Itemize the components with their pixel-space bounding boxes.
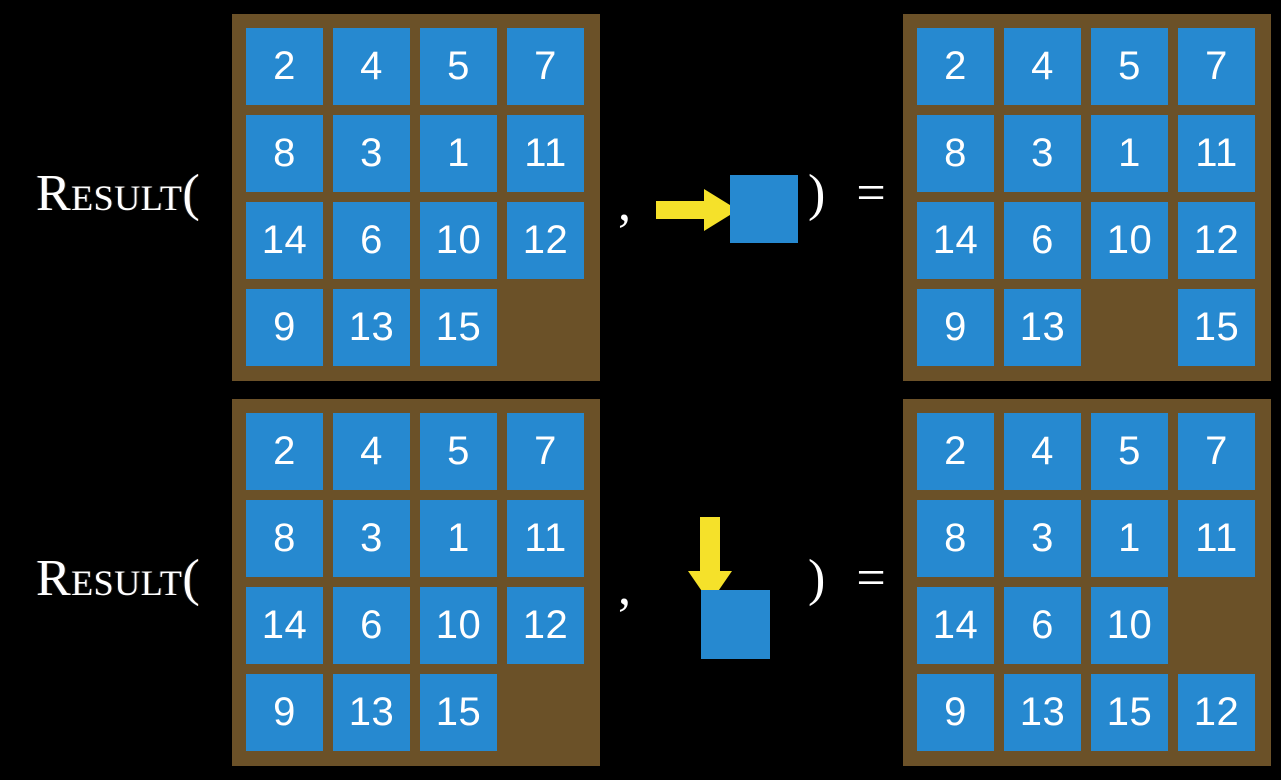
- puzzle-tile[interactable]: 1: [420, 500, 497, 577]
- puzzle-tile[interactable]: 7: [1178, 413, 1255, 490]
- puzzle-tile[interactable]: 4: [333, 413, 410, 490]
- puzzle-tile[interactable]: 4: [1004, 413, 1081, 490]
- puzzle-tile[interactable]: 9: [246, 289, 323, 366]
- puzzle-tile[interactable]: 10: [1091, 202, 1168, 279]
- arrow-down-icon: [688, 517, 732, 603]
- puzzle-tile[interactable]: 7: [507, 413, 584, 490]
- puzzle-tile[interactable]: 15: [1091, 674, 1168, 751]
- puzzle-tile[interactable]: 2: [246, 28, 323, 105]
- puzzle-tile[interactable]: 3: [333, 500, 410, 577]
- puzzle-tile-blank: [1178, 587, 1255, 664]
- close-paren-equals-row1: ) =: [808, 165, 895, 222]
- puzzle-tile[interactable]: 14: [917, 587, 994, 664]
- puzzle-tile[interactable]: 11: [507, 500, 584, 577]
- puzzle-tile[interactable]: 4: [1004, 28, 1081, 105]
- puzzle-tile[interactable]: 5: [420, 413, 497, 490]
- puzzle-tile[interactable]: 10: [1091, 587, 1168, 664]
- puzzle-tile[interactable]: 5: [1091, 28, 1168, 105]
- puzzle-tile[interactable]: 4: [333, 28, 410, 105]
- puzzle-tile[interactable]: 8: [917, 500, 994, 577]
- puzzle-tile[interactable]: 10: [420, 202, 497, 279]
- puzzle-tile[interactable]: 14: [917, 202, 994, 279]
- puzzle-tile[interactable]: 12: [507, 587, 584, 664]
- puzzle-tile[interactable]: 8: [246, 500, 323, 577]
- arrow-right-icon: [656, 189, 738, 231]
- puzzle-tile[interactable]: 7: [507, 28, 584, 105]
- puzzle-grid: 2 4 5 7 8 3 1 11 14 6 10 9 13 15 12: [917, 413, 1257, 752]
- puzzle-tile[interactable]: 6: [1004, 202, 1081, 279]
- blank-tile-marker: [701, 590, 770, 659]
- puzzle-tile[interactable]: 11: [1178, 115, 1255, 192]
- puzzle-grid: 2 4 5 7 8 3 1 11 14 6 10 12 9 13 15: [917, 28, 1257, 367]
- puzzle-tile[interactable]: 14: [246, 587, 323, 664]
- move-argument-row1: [650, 170, 800, 250]
- puzzle-tile[interactable]: 13: [333, 674, 410, 751]
- puzzle-tile-blank: [507, 289, 584, 366]
- puzzle-tile-blank: [507, 674, 584, 751]
- puzzle-tile[interactable]: 11: [507, 115, 584, 192]
- result-function-label-row2: Result(: [36, 550, 201, 607]
- puzzle-tile[interactable]: 1: [1091, 500, 1168, 577]
- puzzle-tile[interactable]: 13: [1004, 289, 1081, 366]
- puzzle-tile[interactable]: 9: [246, 674, 323, 751]
- puzzle-tile[interactable]: 10: [420, 587, 497, 664]
- puzzle-tile[interactable]: 6: [333, 587, 410, 664]
- puzzle-tile[interactable]: 3: [1004, 115, 1081, 192]
- puzzle-tile[interactable]: 15: [420, 289, 497, 366]
- puzzle-tile[interactable]: 8: [246, 115, 323, 192]
- puzzle-tile[interactable]: 1: [1091, 115, 1168, 192]
- move-argument-row2: [650, 505, 800, 665]
- puzzle-board-output-row2: 2 4 5 7 8 3 1 11 14 6 10 9 13 15 12: [903, 399, 1271, 766]
- puzzle-tile[interactable]: 9: [917, 674, 994, 751]
- puzzle-tile[interactable]: 13: [333, 289, 410, 366]
- argument-separator-comma-row1: ,: [618, 175, 631, 232]
- blank-tile-marker: [730, 175, 798, 243]
- result-function-label-row1: Result(: [36, 165, 201, 222]
- puzzle-tile[interactable]: 15: [420, 674, 497, 751]
- puzzle-tile[interactable]: 6: [333, 202, 410, 279]
- argument-separator-comma-row2: ,: [618, 559, 631, 616]
- puzzle-tile[interactable]: 15: [1178, 289, 1255, 366]
- puzzle-tile[interactable]: 12: [1178, 202, 1255, 279]
- puzzle-tile[interactable]: 14: [246, 202, 323, 279]
- puzzle-tile[interactable]: 1: [420, 115, 497, 192]
- puzzle-tile[interactable]: 8: [917, 115, 994, 192]
- puzzle-board-input-row2: 2 4 5 7 8 3 1 11 14 6 10 12 9 13 15: [232, 399, 600, 766]
- puzzle-tile[interactable]: 6: [1004, 587, 1081, 664]
- puzzle-grid: 2 4 5 7 8 3 1 11 14 6 10 12 9 13 15: [246, 413, 586, 752]
- puzzle-tile[interactable]: 2: [917, 28, 994, 105]
- puzzle-tile[interactable]: 9: [917, 289, 994, 366]
- puzzle-tile[interactable]: 12: [507, 202, 584, 279]
- puzzle-tile[interactable]: 5: [420, 28, 497, 105]
- puzzle-tile[interactable]: 5: [1091, 413, 1168, 490]
- puzzle-board-input-row1: 2 4 5 7 8 3 1 11 14 6 10 12 9 13 15: [232, 14, 600, 381]
- close-paren-equals-row2: ) =: [808, 550, 895, 607]
- puzzle-tile[interactable]: 3: [333, 115, 410, 192]
- puzzle-tile[interactable]: 2: [246, 413, 323, 490]
- puzzle-tile[interactable]: 3: [1004, 500, 1081, 577]
- puzzle-tile-blank: [1091, 289, 1168, 366]
- puzzle-grid: 2 4 5 7 8 3 1 11 14 6 10 12 9 13 15: [246, 28, 586, 367]
- puzzle-tile[interactable]: 13: [1004, 674, 1081, 751]
- puzzle-tile[interactable]: 12: [1178, 674, 1255, 751]
- puzzle-tile[interactable]: 11: [1178, 500, 1255, 577]
- puzzle-tile[interactable]: 2: [917, 413, 994, 490]
- puzzle-tile[interactable]: 7: [1178, 28, 1255, 105]
- puzzle-board-output-row1: 2 4 5 7 8 3 1 11 14 6 10 12 9 13 15: [903, 14, 1271, 381]
